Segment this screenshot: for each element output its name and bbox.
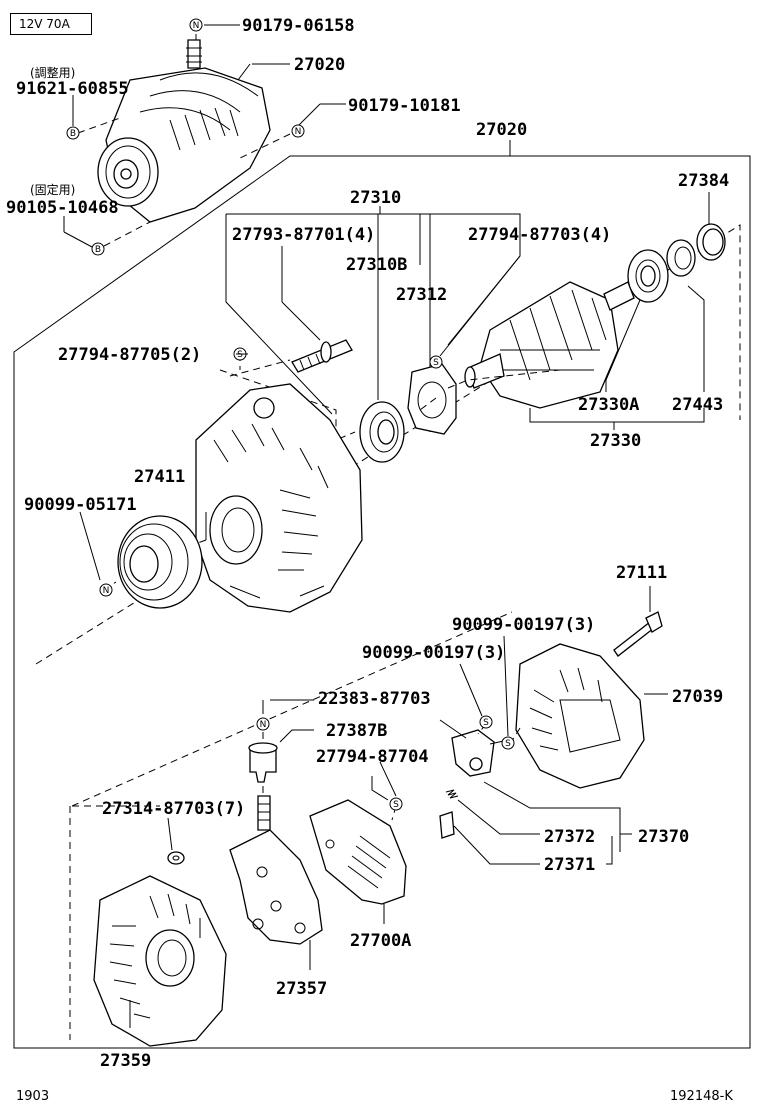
- front-bearing-illustration: [359, 401, 405, 463]
- part-label-27310B: 27310B: [346, 255, 407, 275]
- part-label-27371: 27371: [544, 855, 595, 875]
- part-label-27357: 27357: [276, 979, 327, 999]
- part-label-27794-87703: 27794-87703(4): [468, 225, 611, 245]
- spec-box: 12V 70A: [10, 13, 92, 35]
- alternator-assembly-illustration: [97, 39, 271, 223]
- rear-cover-illustration: [515, 643, 645, 789]
- assembly-frame: [13, 155, 751, 1049]
- part-label-90099-00197-b: 90099-00197(3): [362, 643, 505, 663]
- part-label-27370: 27370: [638, 827, 689, 847]
- s-symbol-marker: S: [389, 797, 403, 811]
- part-label-27111: 27111: [616, 563, 667, 583]
- part-label-27794-87705: 27794-87705(2): [58, 345, 201, 365]
- part-label-27330: 27330: [590, 431, 641, 451]
- svg-text:S: S: [483, 718, 489, 728]
- part-label-27700A: 27700A: [350, 931, 411, 951]
- part-label-27387B: 27387B: [326, 721, 387, 741]
- svg-text:B: B: [95, 245, 101, 255]
- n-symbol-marker: N: [256, 717, 270, 731]
- rear-bearing-illustration: [627, 249, 669, 303]
- part-label-22383-87703: 22383-87703: [318, 689, 431, 709]
- brush-spring-illustration: [445, 789, 459, 799]
- brush-holder-illustration: [451, 729, 495, 777]
- rear-end-frame-illustration: [93, 875, 227, 1047]
- svg-text:S: S: [237, 350, 243, 360]
- part-label-90099-05171: 90099-05171: [24, 495, 137, 515]
- part-label-27310: 27310: [350, 188, 401, 208]
- stud-bolt-illustration: [291, 339, 353, 373]
- n-symbol-marker: N: [189, 18, 203, 32]
- brush-illustration: [439, 811, 455, 839]
- svg-text:N: N: [103, 586, 110, 596]
- part-label-27372: 27372: [544, 827, 595, 847]
- voltage-regulator-illustration: [309, 799, 407, 905]
- rotor-illustration: [464, 281, 635, 409]
- part-label-90105-10468: 90105-10468: [6, 198, 119, 218]
- part-label-27312: 27312: [396, 285, 447, 305]
- footer-page-code: 1903: [16, 1089, 49, 1104]
- svg-text:S: S: [393, 800, 399, 810]
- part-label-90099-00197-a: 90099-00197(3): [452, 615, 595, 635]
- svg-text:N: N: [193, 21, 200, 31]
- pulley-illustration: [117, 515, 203, 609]
- rectifier-illustration: [229, 795, 323, 945]
- part-label-27020-main: 27020: [476, 120, 527, 140]
- part-label-27793-87701: 27793-87701(4): [232, 225, 375, 245]
- n-symbol-marker: N: [291, 124, 305, 138]
- bearing-retainer-illustration: [407, 363, 457, 435]
- zone-rear-dashed: [69, 611, 513, 1040]
- through-bolt-illustration: [613, 611, 663, 657]
- drive-end-frame-illustration: [195, 383, 363, 613]
- terminal-nut-illustration: [167, 851, 185, 865]
- retaining-ring-illustration: [696, 223, 726, 261]
- part-label-90179-10181: 90179-10181: [348, 96, 461, 116]
- b-symbol-marker: B: [91, 242, 105, 256]
- footer-figure-id: 192148-K: [670, 1089, 733, 1104]
- n-symbol-marker: N: [99, 583, 113, 597]
- part-label-27039: 27039: [672, 687, 723, 707]
- svg-text:S: S: [433, 358, 439, 368]
- part-label-27330A: 27330A: [578, 395, 639, 415]
- note-fixed: (固定用): [30, 182, 75, 197]
- part-label-27443: 27443: [672, 395, 723, 415]
- note-adjust: (調整用): [30, 65, 75, 80]
- svg-text:N: N: [260, 720, 267, 730]
- b-symbol-marker: B: [66, 126, 80, 140]
- part-label-27794-87704: 27794-87704: [316, 747, 429, 767]
- s-symbol-marker: S: [479, 715, 493, 729]
- part-label-90179-06158: 90179-06158: [242, 16, 355, 36]
- part-label-27314-87703: 27314-87703(7): [102, 799, 245, 819]
- part-label-91621-60855: 91621-60855: [16, 79, 129, 99]
- svg-text:B: B: [70, 129, 76, 139]
- part-label-27359: 27359: [100, 1051, 151, 1071]
- svg-text:N: N: [295, 127, 302, 137]
- s-symbol-marker: S: [501, 736, 515, 750]
- part-label-27384: 27384: [678, 171, 729, 191]
- s-symbol-marker: S: [429, 355, 443, 369]
- part-label-27411: 27411: [134, 467, 185, 487]
- svg-text:S: S: [505, 739, 511, 749]
- terminal-insulator-illustration: [248, 742, 278, 783]
- part-label-27020-top: 27020: [294, 55, 345, 75]
- bearing-cover-illustration: [666, 239, 696, 277]
